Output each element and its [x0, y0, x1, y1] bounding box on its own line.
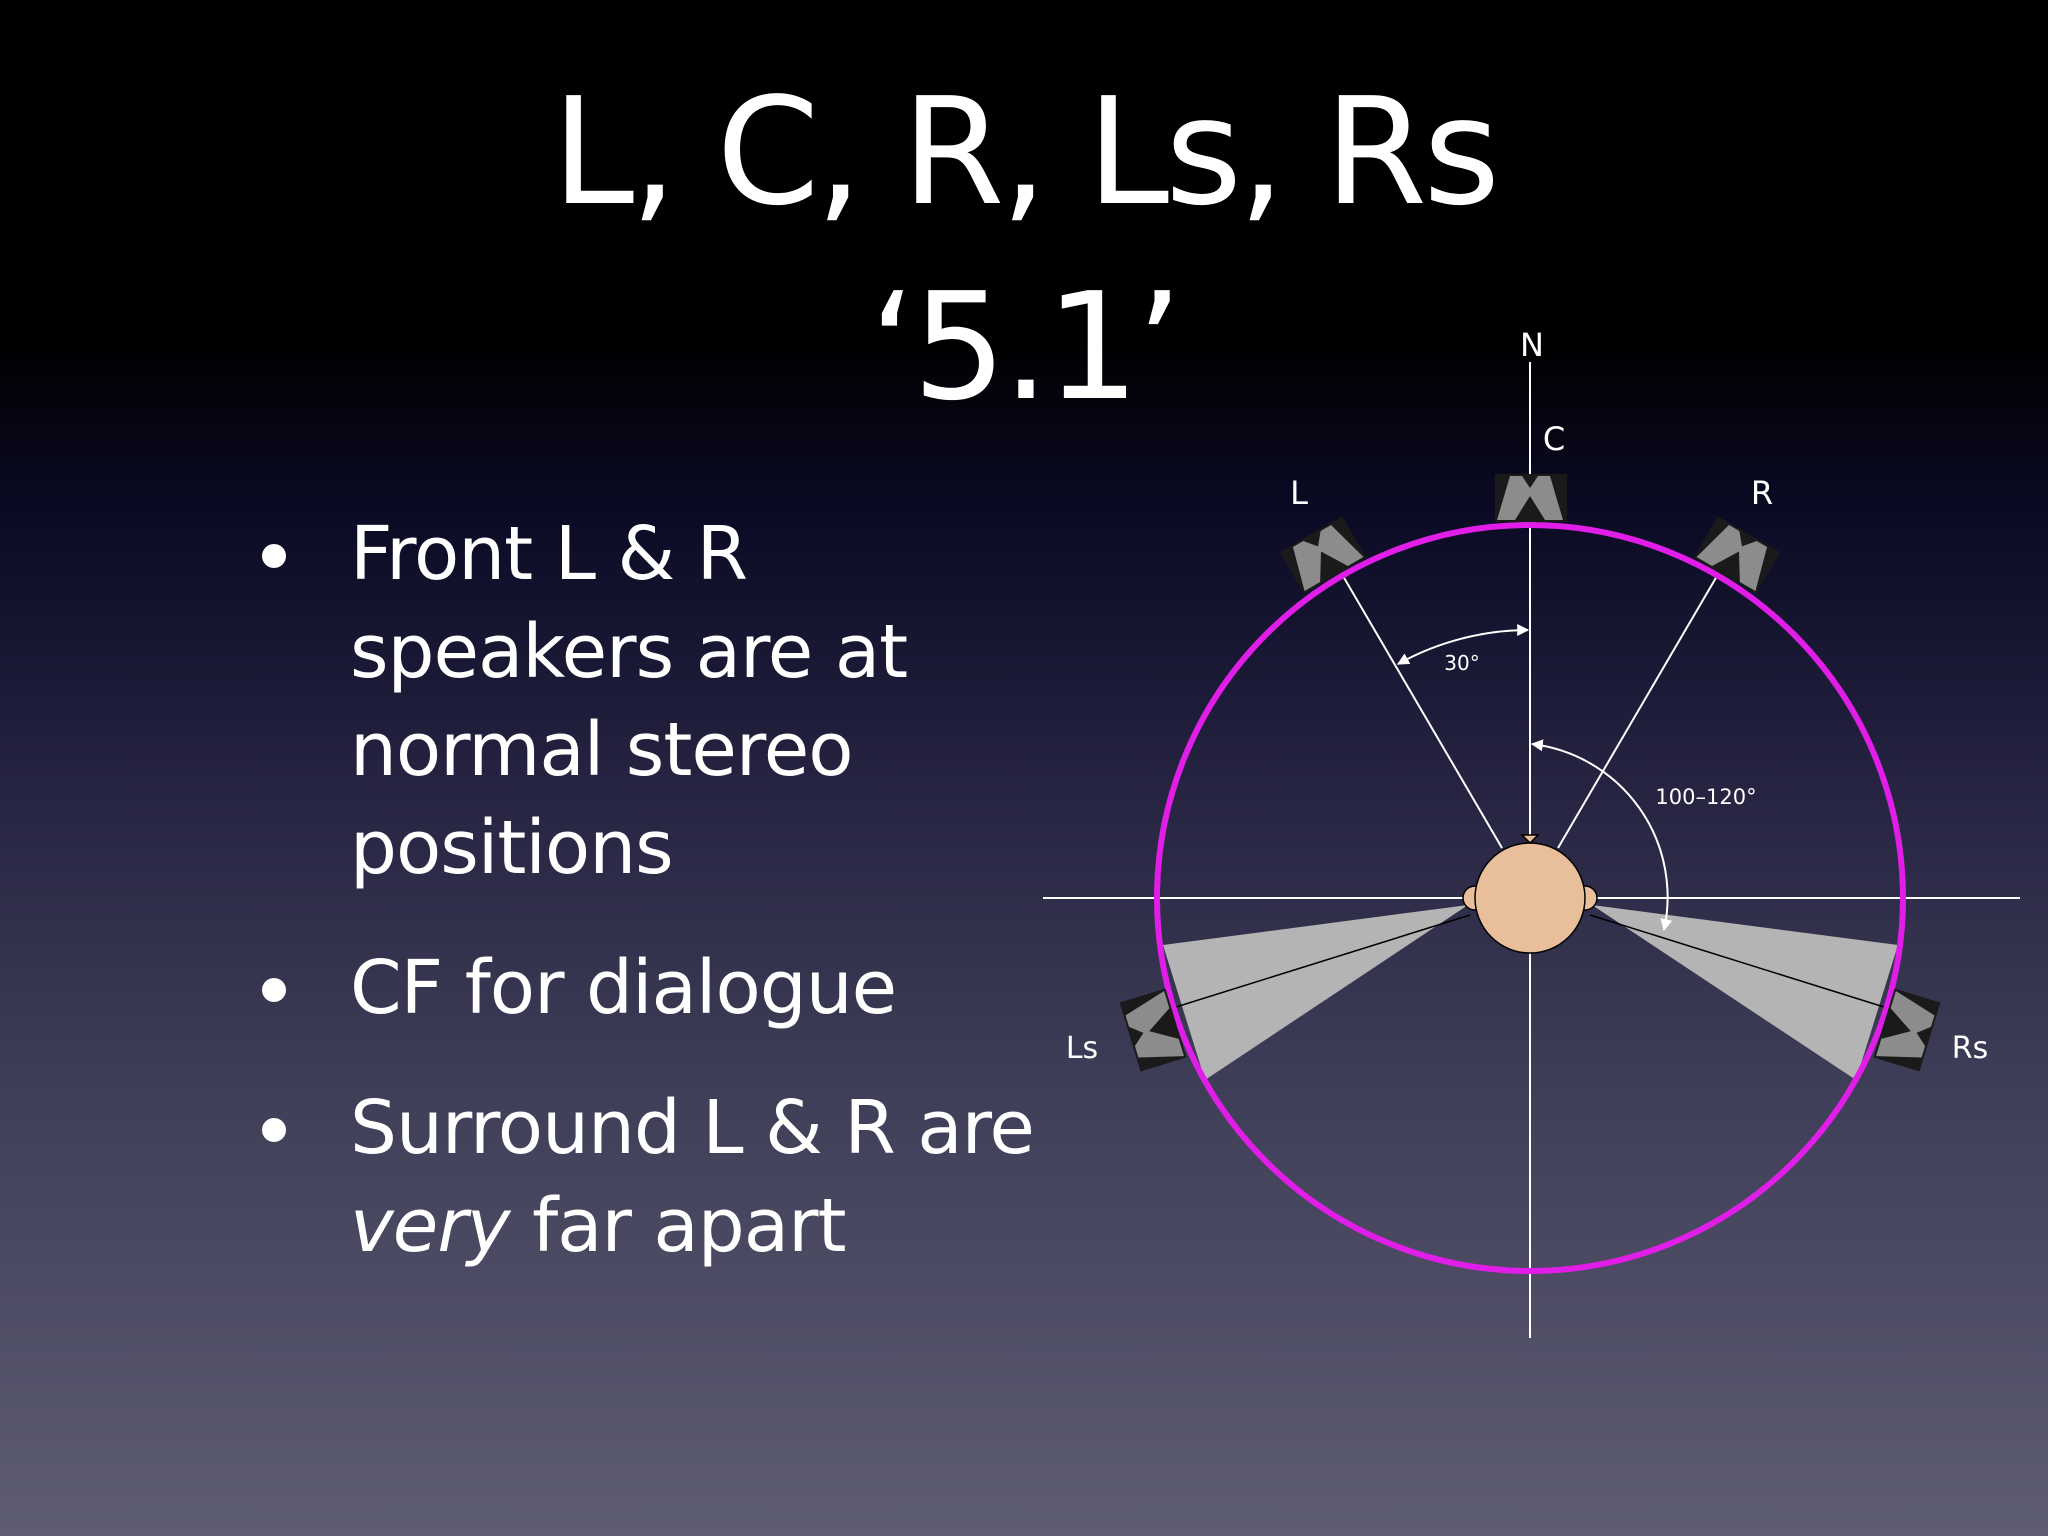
front-angle-arc: [1396, 624, 1530, 665]
bullet-item-front: Front L & R speakers are at normal stere…: [250, 505, 1050, 897]
left-speaker-line: [1342, 575, 1503, 849]
listening-circle: [1154, 522, 1906, 1274]
surround-angle-arc: [1530, 739, 1673, 932]
center-speaker-label: C: [1543, 420, 1565, 458]
bullet-list: Front L & R speakers are at normal stere…: [250, 505, 1050, 1317]
front-angle-label: 30°: [1444, 651, 1479, 675]
left-surround-line: [1159, 914, 1471, 1013]
bullet-text: Front L & R speakers are at normal stere…: [350, 511, 908, 891]
bullet-dot-icon: [262, 1118, 286, 1142]
left-speaker-label: L: [1290, 474, 1308, 512]
right-surround-coverage: [1592, 905, 1898, 1080]
title-line-2: ‘5.1’: [869, 261, 1182, 433]
right-speaker-icon: [1693, 516, 1781, 594]
slide-title: L, C, R, Ls, Rs ‘5.1’: [0, 55, 2048, 445]
bullet-item-surround: Surround L & R are very far apart: [250, 1079, 1050, 1275]
left-surround-speaker-icon: [1119, 988, 1187, 1072]
bullet-text: CF for dialogue: [350, 945, 897, 1031]
bullet-emphasis: very: [350, 1183, 511, 1269]
right-surround-label: Rs: [1952, 1031, 1988, 1066]
bullet-text-suffix: far apart: [509, 1183, 846, 1269]
title-line-1: L, C, R, Ls, Rs: [551, 66, 1501, 238]
right-surround-speaker-icon: [1873, 988, 1941, 1072]
bullet-text-prefix: Surround L & R are: [350, 1085, 1035, 1171]
center-speaker-icon: [1495, 474, 1567, 522]
bullet-dot-icon: [262, 544, 286, 568]
right-speaker-label: R: [1751, 474, 1773, 512]
surround-angle-label: 100–120°: [1655, 785, 1756, 809]
left-surround-coverage: [1163, 905, 1468, 1080]
left-speaker-icon: [1279, 516, 1367, 594]
bullet-dot-icon: [262, 978, 286, 1002]
bullet-item-center: CF for dialogue: [250, 939, 1050, 1037]
north-label: N: [1520, 326, 1544, 364]
listener-head-icon: [1462, 834, 1598, 954]
left-surround-label: Ls: [1066, 1031, 1098, 1066]
